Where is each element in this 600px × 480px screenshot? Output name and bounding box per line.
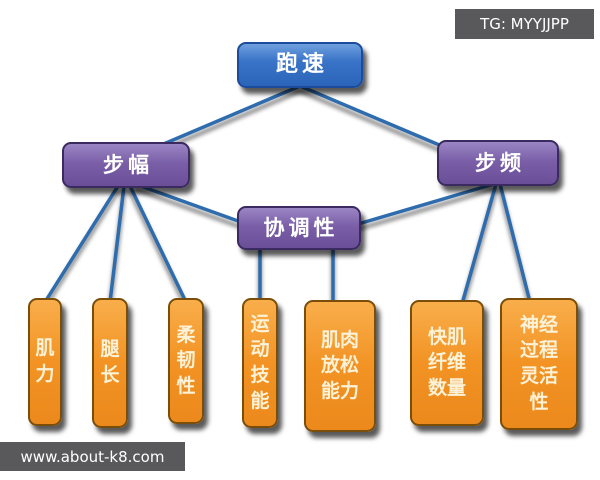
node-coordination-label: 协调性 xyxy=(263,215,339,240)
node-cadence: 步频 xyxy=(437,140,559,186)
node-running-speed-label: 跑速 xyxy=(275,52,328,78)
site-watermark-bar: www.about-k8.com xyxy=(0,442,185,471)
node-nerve-process-flexibility: 神经 过程 灵活 性 xyxy=(500,298,578,430)
node-fast-twitch-fiber-count-label: 快肌 纤维 数量 xyxy=(427,325,466,399)
edge-cadence-fiber-count xyxy=(460,183,498,305)
edge-stride-flexibility xyxy=(128,185,188,303)
edge-stride-coordination xyxy=(134,182,253,228)
node-muscle-relaxation-ability-label: 肌肉 放松 能力 xyxy=(320,328,359,402)
node-stride-length-label: 步幅 xyxy=(103,152,153,177)
node-running-speed: 跑速 xyxy=(237,42,363,88)
node-leg-length: 腿 长 xyxy=(92,298,128,428)
node-muscle-relaxation-ability: 肌肉 放松 能力 xyxy=(304,300,376,432)
node-flexibility-label: 柔 韧 性 xyxy=(176,323,196,397)
node-motor-skill: 运 动 技 能 xyxy=(242,298,278,428)
node-fast-twitch-fiber-count: 快肌 纤维 数量 xyxy=(410,300,484,426)
node-nerve-process-flexibility-label: 神经 过程 灵活 性 xyxy=(519,313,558,413)
tg-watermark-badge: TG: MYYJJPP xyxy=(455,9,594,39)
edge-cadence-nerve-flexibility xyxy=(498,183,532,303)
node-muscle-strength-label: 肌 力 xyxy=(35,337,55,385)
edge-stride-leg-length xyxy=(108,185,126,303)
node-motor-skill-label: 运 动 技 能 xyxy=(250,312,270,412)
edge-stride-muscle-strength xyxy=(43,185,120,303)
node-stride-length: 步幅 xyxy=(62,142,190,188)
node-flexibility: 柔 韧 性 xyxy=(168,298,204,424)
node-muscle-strength: 肌 力 xyxy=(28,298,62,426)
node-leg-length-label: 腿 长 xyxy=(100,338,120,386)
node-coordination: 协调性 xyxy=(237,206,361,250)
node-cadence-label: 步频 xyxy=(475,150,525,175)
edge-cadence-coordination xyxy=(347,182,495,229)
